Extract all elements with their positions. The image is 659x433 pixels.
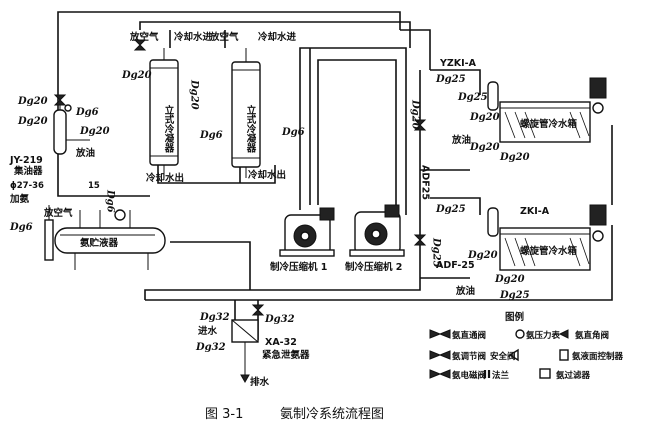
dg-label-23: Dg20 — [467, 250, 498, 261]
label-compressor-2: 制冷压缩机 2 — [345, 261, 402, 273]
dg-label-6: Dg20 — [189, 79, 200, 110]
label-water-in-2: 冷却水进 — [258, 31, 297, 43]
label-water-out-2: 冷却水出 — [248, 169, 286, 181]
label-xa-model: XA-32 — [265, 337, 297, 348]
svg-text:氨压力表: 氨压力表 — [526, 330, 561, 341]
label-evaporator-model-2: ZKI-A — [520, 206, 550, 217]
legend-item-angle-valve: 氨直角阀 — [558, 329, 609, 341]
label-add-ammonia: 加氨 — [9, 193, 30, 205]
dg-label-14: Dg20 — [499, 152, 530, 163]
dg-label-9: Dg6 — [105, 189, 116, 213]
condenser-2 — [231, 48, 261, 178]
legend-item-safety-valve: 安全阀 — [490, 348, 519, 362]
dg-label-4: Dg20 — [79, 126, 110, 137]
label-adf25: ADF25 — [420, 165, 431, 200]
emergency-ammonia-release — [231, 319, 259, 384]
compressor-2 — [349, 204, 405, 257]
label-oil-separator-model: JY-219 — [9, 155, 43, 166]
label-emergency-valve: 紧急泄氨器 — [262, 349, 310, 361]
svg-text:法兰: 法兰 — [492, 370, 510, 381]
legend-item-straight-valve: 氨直通阀 — [429, 329, 486, 341]
label-dim-27-36: ϕ27-36 — [10, 181, 44, 191]
svg-text:氨调节阀: 氨调节阀 — [452, 351, 486, 362]
svg-text:氨直角阀: 氨直角阀 — [575, 330, 609, 341]
evaporator-2 — [487, 204, 607, 271]
legend-title: 图例 — [505, 311, 524, 323]
legend-item-flange: 法兰 — [483, 370, 510, 381]
label-receiver: 氨贮液器 — [80, 237, 119, 249]
label-adf-25: ADF-25 — [436, 260, 475, 271]
dg-label-1: Dg20 — [17, 96, 48, 107]
label-evaporator-1: 螺旋管冷水箱 — [520, 118, 578, 130]
evaporator-1 — [487, 77, 607, 143]
diagram-labels: 放空气 冷却水进 放空气 冷却水进 立式冷凝器 立式冷凝器 冷却水出 冷却水出 … — [9, 31, 578, 388]
dg-labels: Dg20 Dg20 Dg20 Dg20 Dg6 Dg20 Dg6 Dg6 Dg6… — [9, 70, 530, 353]
valves — [53, 39, 427, 316]
svg-text:安全阀: 安全阀 — [490, 351, 516, 362]
dg-label-18: Dg25 — [499, 290, 530, 301]
dg-label-5: Dg6 — [75, 107, 99, 118]
label-water-out: 冷却水出 — [146, 172, 184, 184]
dg-label-15: Dg25 — [435, 204, 466, 215]
dg-label-7: Dg6 — [199, 130, 223, 141]
label-condenser-2: 立式冷凝器 — [245, 104, 258, 153]
figure-caption: 图 3-1 氨制冷系统流程图 — [205, 407, 384, 422]
label-drain-oil-1: 放油 — [451, 134, 471, 146]
main-piping — [57, 11, 613, 340]
compressor-1 — [279, 207, 335, 257]
dg-label-16: Dg25 — [431, 237, 442, 268]
label-water-inlet: 进水 — [198, 325, 218, 337]
label-compressor-1: 制冷压缩机 1 — [270, 261, 327, 273]
legend-item-solenoid-valve: 氨电磁阀 — [429, 369, 486, 381]
caption-number: 图 3-1 — [205, 407, 243, 422]
dg-label-21: Dg32 — [195, 342, 226, 353]
label-condenser-1: 立式冷凝器 — [163, 104, 176, 153]
dg-label-20: Dg32 — [264, 314, 295, 325]
dg-label-2: Dg20 — [17, 116, 48, 127]
label-drain-oil-2: 放油 — [455, 285, 475, 297]
oil-separator — [53, 100, 90, 155]
dg-label-22: Dg20 — [469, 112, 500, 123]
dg-label-24: Dg20 — [410, 99, 421, 130]
svg-text:氨电磁阀: 氨电磁阀 — [452, 370, 486, 381]
dg-label-13: Dg20 — [469, 142, 500, 153]
label-air-vent-1: 放空气 — [129, 31, 159, 43]
legend: 图例 氨直通阀 氨压力表 氨直角阀 氨调节阀 安全阀 氨液面控制器 — [429, 311, 624, 381]
label-oil-drain: 放油 — [75, 147, 95, 159]
legend-item-level-controller: 氨液面控制器 — [559, 349, 624, 362]
legend-item-pressure-gauge: 氨压力表 — [515, 329, 561, 341]
dg-label-19: Dg32 — [199, 312, 230, 323]
svg-text:氨液面控制器: 氨液面控制器 — [572, 351, 624, 362]
label-air-vent-3: 放空气 — [43, 207, 73, 219]
caption-title: 氨制冷系统流程图 — [280, 407, 384, 422]
ammonia-receiver — [44, 205, 166, 270]
label-air-vent-2: 放空气 — [209, 31, 239, 43]
legend-item-filter: 氨过滤器 — [539, 368, 591, 381]
dg-label-8: Dg6 — [281, 127, 305, 138]
label-evaporator-model-1: YZKI-A — [439, 58, 477, 69]
dg-label-11: Dg25 — [435, 74, 466, 85]
dg-label-12: Dg25 — [457, 92, 488, 103]
dg-label-10: Dg6 — [9, 222, 33, 233]
label-oil-separator: 集油器 — [13, 165, 43, 177]
label-water-in-1: 冷却水进 — [174, 31, 213, 43]
svg-text:氨直通阀: 氨直通阀 — [452, 330, 486, 341]
label-drain-water: 排水 — [250, 376, 270, 388]
svg-text:氨过滤器: 氨过滤器 — [556, 370, 591, 381]
legend-item-regulating-valve: 氨调节阀 — [429, 350, 486, 362]
dg-label-3: Dg20 — [121, 70, 152, 81]
dg-label-17: Dg20 — [494, 274, 525, 285]
label-evaporator-2: 螺旋管冷水箱 — [520, 245, 578, 257]
label-dim-15: 15 — [88, 181, 100, 191]
condenser-1 — [149, 48, 179, 178]
